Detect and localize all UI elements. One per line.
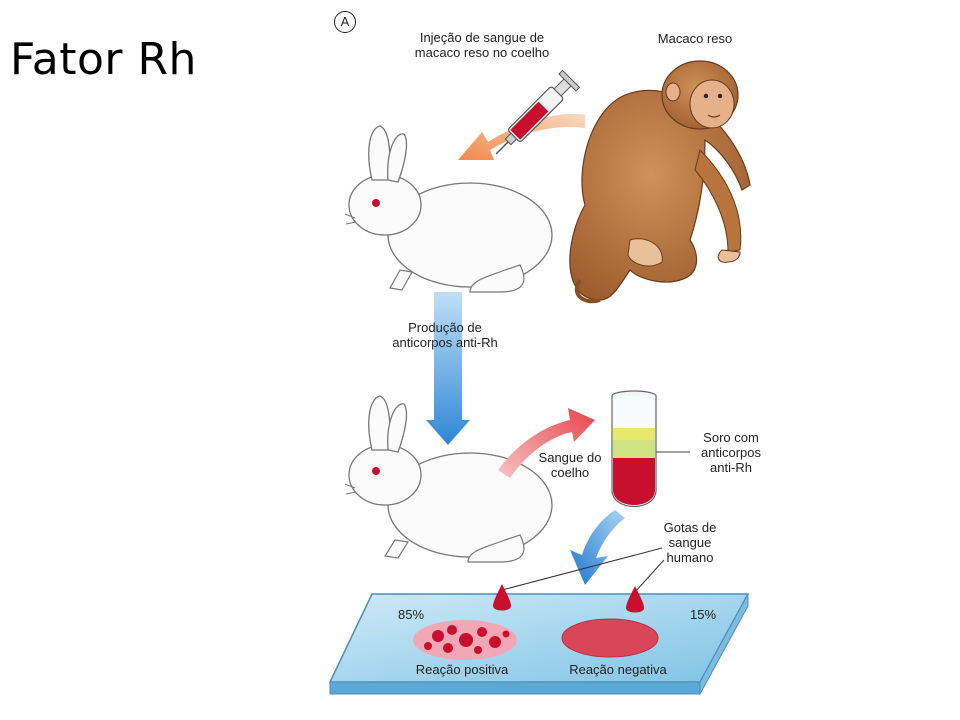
rabbit-top-icon (344, 125, 553, 293)
production-arrow (426, 292, 470, 445)
drops-leader-line-left (501, 547, 663, 591)
blood-drop-left-icon (493, 584, 511, 611)
negative-reaction-label: Reação negativa (569, 662, 667, 677)
antibody-production-label: Produção de anticorpos anti-Rh (392, 320, 498, 350)
drops-label: Gotas de sangue humano (663, 520, 717, 565)
drops-leader-line-right (634, 559, 665, 593)
serum-label: Soro com anticorpos anti-Rh (701, 430, 761, 475)
blood-drop-right-icon (626, 586, 644, 613)
positive-reaction-spot (413, 620, 517, 660)
percent-negative-label: 15% (690, 607, 717, 622)
slide-title: Fator Rh (10, 34, 197, 85)
injection-label: Injeção de sangue de macaco reso no coel… (414, 30, 550, 60)
rabbit-blood-label: Sangue do coelho (538, 450, 602, 480)
test-tube-icon (611, 390, 690, 508)
injection-arrow (458, 113, 585, 160)
positive-reaction-label: Reação positiva (415, 662, 509, 677)
syringe-icon (495, 69, 581, 155)
glass-slide (328, 593, 750, 695)
panel-marker: A (334, 11, 356, 33)
negative-reaction-spot (561, 618, 659, 658)
percent-positive-label: 85% (398, 607, 425, 622)
rabbit-bottom-icon (344, 395, 553, 563)
monkey-label: Macaco reso (657, 31, 733, 46)
blood-arrow (498, 408, 595, 478)
rhesus-monkey-icon (569, 60, 751, 304)
serum-arrow (570, 510, 625, 585)
